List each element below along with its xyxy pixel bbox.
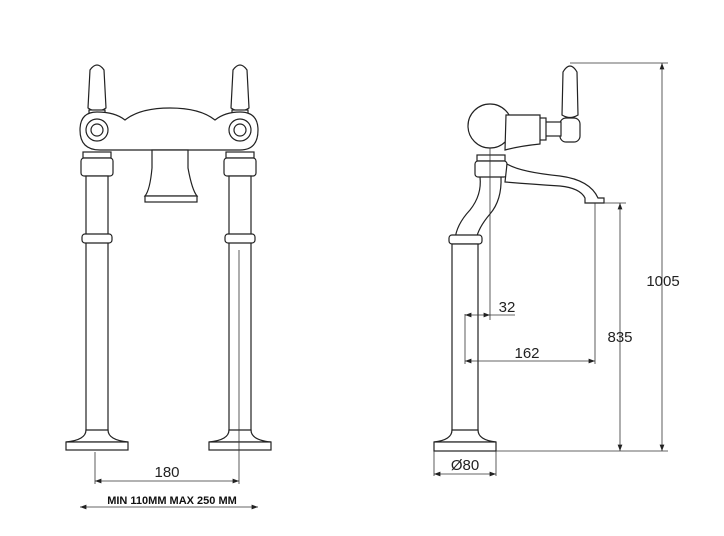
right-lever-handle xyxy=(230,64,250,119)
dimension-spout-height: 835 xyxy=(607,329,632,346)
side-nut xyxy=(474,160,508,178)
right-valve-circle xyxy=(228,118,252,142)
left-lever-handle xyxy=(87,64,107,119)
side-lever-handle xyxy=(561,65,579,119)
right-pillar xyxy=(228,175,252,441)
bridge-body xyxy=(79,107,259,151)
left-valve-circle xyxy=(85,118,109,142)
range-note: MIN 110MM MAX 250 MM xyxy=(107,495,237,507)
dimension-spout-reach: 162 xyxy=(514,345,539,362)
spout xyxy=(143,149,199,197)
side-base xyxy=(433,441,497,452)
dimension-spacing: 180 xyxy=(154,464,179,481)
side-view: 1005 835 32 162 Ø80 xyxy=(433,62,680,477)
dimension-base-diameter: Ø80 xyxy=(451,457,479,474)
right-base xyxy=(208,441,272,451)
right-nut xyxy=(223,157,257,177)
left-pillar xyxy=(85,175,109,441)
front-view: 180 MIN 110MM MAX 250 MM xyxy=(65,64,272,510)
dimension-total-height: 1005 xyxy=(646,273,679,290)
dimension-offset: 32 xyxy=(499,299,516,316)
side-spout xyxy=(504,162,605,204)
left-base xyxy=(65,441,129,451)
left-nut xyxy=(80,157,114,177)
